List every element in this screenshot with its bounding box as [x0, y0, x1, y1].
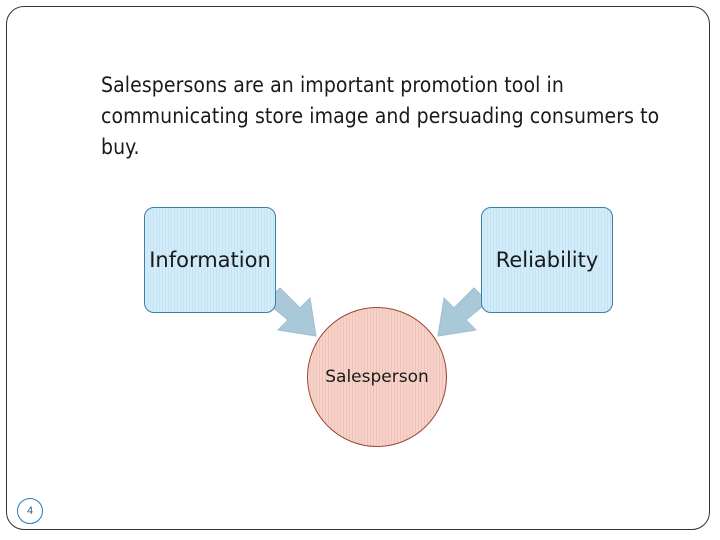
page-number: 4	[26, 505, 34, 517]
reliability-box: Reliability	[481, 207, 613, 313]
page-number-badge: 4	[17, 498, 43, 524]
salesperson-label: Salesperson	[325, 367, 429, 387]
salesperson-circle: Salesperson	[307, 307, 447, 447]
information-box: Information	[144, 207, 276, 313]
slide-body-text: Salespersons are an important promotion …	[101, 73, 660, 159]
information-label: Information	[149, 248, 271, 272]
reliability-label: Reliability	[495, 248, 599, 272]
